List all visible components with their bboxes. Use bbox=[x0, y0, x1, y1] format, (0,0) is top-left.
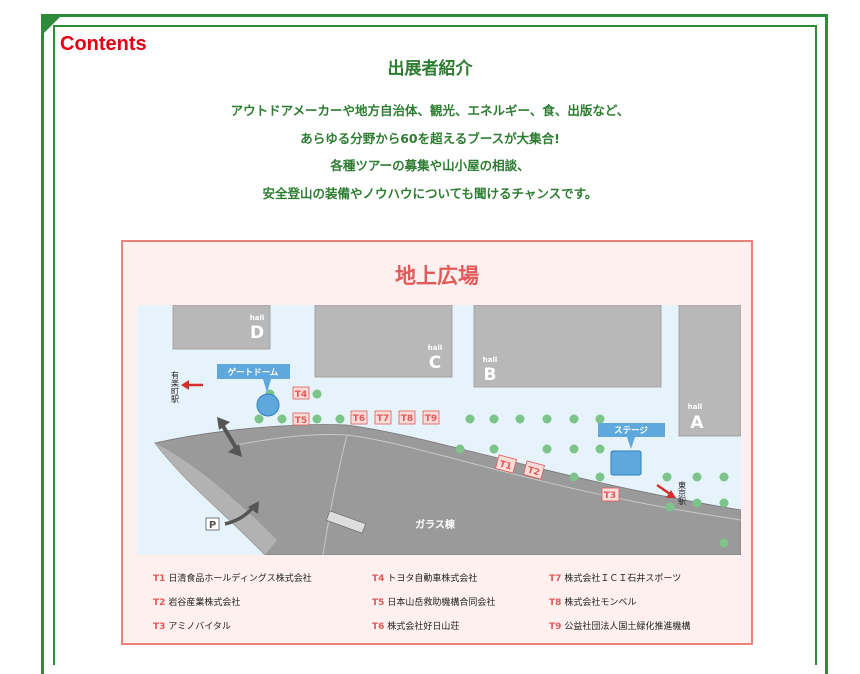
description-line: 各種ツアーの募集や山小屋の相談、 bbox=[330, 158, 530, 173]
booth-t3: T3 bbox=[601, 487, 620, 502]
svg-text:T7: T7 bbox=[377, 414, 389, 424]
station-yurakucho: 有楽町駅 bbox=[171, 370, 180, 404]
svg-text:T3: T3 bbox=[604, 491, 616, 501]
double-arrow-icon bbox=[217, 417, 242, 457]
tree bbox=[489, 444, 499, 454]
glass-building-edge bbox=[155, 443, 277, 555]
tree bbox=[719, 498, 729, 508]
stage: ステージ bbox=[598, 423, 665, 476]
svg-text:T2: T2 bbox=[526, 465, 541, 478]
description-line: 安全登山の装備やノウハウについても聞けるチャンスです。 bbox=[262, 185, 598, 201]
tree bbox=[692, 472, 702, 482]
tree bbox=[595, 414, 605, 424]
tree bbox=[515, 414, 525, 424]
hall-d: hall D bbox=[172, 305, 271, 350]
hall-c-label: hall bbox=[428, 344, 443, 352]
corner-decoration bbox=[41, 14, 63, 36]
booth-t5: T5 bbox=[292, 412, 310, 426]
svg-text:T6: T6 bbox=[353, 414, 365, 424]
hall-a: hall A bbox=[678, 305, 741, 437]
tree bbox=[569, 472, 579, 482]
tree bbox=[489, 414, 499, 424]
tree bbox=[277, 414, 287, 424]
glass-building-line bbox=[322, 434, 348, 555]
hall-a-label: hall bbox=[688, 403, 703, 411]
svg-text:T1: T1 bbox=[498, 459, 513, 472]
booth-t4: T4 bbox=[292, 386, 310, 400]
glass-building bbox=[154, 424, 741, 555]
venue-map: hall D hall C hall B hall A ガラス棟 bbox=[137, 305, 741, 555]
hall-d-letter: D bbox=[250, 323, 264, 343]
stage-label: ステージ bbox=[614, 426, 648, 436]
glass-building-label: ガラス棟 bbox=[415, 518, 456, 531]
svg-text:T4: T4 bbox=[295, 390, 307, 400]
tree bbox=[455, 444, 465, 454]
hall-d-label: hall bbox=[250, 314, 265, 322]
map-title: 地上広場 bbox=[395, 264, 479, 288]
booth-tags: T4 T5 T6 T7 T8 T9 T1 T2 T3 bbox=[292, 386, 620, 502]
description-line: あらゆる分野から60を超えるブースが大集合! bbox=[300, 130, 560, 146]
hall-b-letter: B bbox=[484, 365, 497, 385]
tree bbox=[312, 389, 322, 399]
inner-frame bbox=[53, 25, 817, 665]
tree bbox=[542, 444, 552, 454]
booth-t6: T6 bbox=[350, 410, 368, 425]
parking-icon: P bbox=[205, 501, 259, 531]
booth-t1: T1 bbox=[495, 454, 517, 474]
tree bbox=[254, 414, 264, 424]
tree bbox=[595, 472, 605, 482]
contents-label: Contents bbox=[60, 33, 147, 55]
hall-b-label: hall bbox=[483, 356, 498, 364]
arrow-tokyo bbox=[656, 483, 676, 498]
page-title: 出展者紹介 bbox=[387, 59, 473, 79]
svg-text:T9: T9 bbox=[425, 414, 437, 424]
description: アウトドアメーカーや地方自治体、観光、エネルギー、食、出版など、 あらゆる分野か… bbox=[0, 97, 860, 207]
tree bbox=[692, 498, 702, 508]
tree bbox=[312, 414, 322, 424]
tree bbox=[569, 444, 579, 454]
hall-c: hall C bbox=[314, 305, 453, 378]
description-line: アウトドアメーカーや地方自治体、観光、エネルギー、食、出版など、 bbox=[230, 103, 630, 118]
gate-dome: ゲートドーム bbox=[217, 364, 290, 417]
gate-dome-label: ゲートドーム bbox=[228, 367, 279, 378]
hall-b: hall B bbox=[473, 305, 662, 388]
tree bbox=[665, 502, 675, 512]
station-tokyo: 東京駅 bbox=[678, 480, 687, 506]
tree bbox=[569, 414, 579, 424]
entrance-stairs bbox=[326, 510, 366, 534]
arrow-yurakucho bbox=[181, 380, 203, 390]
parking-label: P bbox=[209, 520, 216, 531]
tree bbox=[595, 444, 605, 454]
tree bbox=[719, 538, 729, 548]
tree bbox=[335, 414, 345, 424]
booth-t7: T7 bbox=[374, 410, 392, 425]
booth-t8: T8 bbox=[398, 410, 416, 425]
tree bbox=[662, 472, 672, 482]
outer-frame bbox=[41, 14, 828, 674]
tree bbox=[719, 472, 729, 482]
tree bbox=[465, 414, 475, 424]
svg-text:T5: T5 bbox=[295, 416, 307, 426]
map-panel: 地上広場 hall D hall C hall B hall A bbox=[121, 240, 753, 645]
hall-c-letter: C bbox=[429, 353, 441, 373]
svg-text:T8: T8 bbox=[401, 414, 413, 424]
hall-a-letter: A bbox=[690, 413, 704, 433]
booth-t9: T9 bbox=[422, 410, 440, 425]
booth-t2: T2 bbox=[523, 460, 545, 480]
tree bbox=[542, 414, 552, 424]
